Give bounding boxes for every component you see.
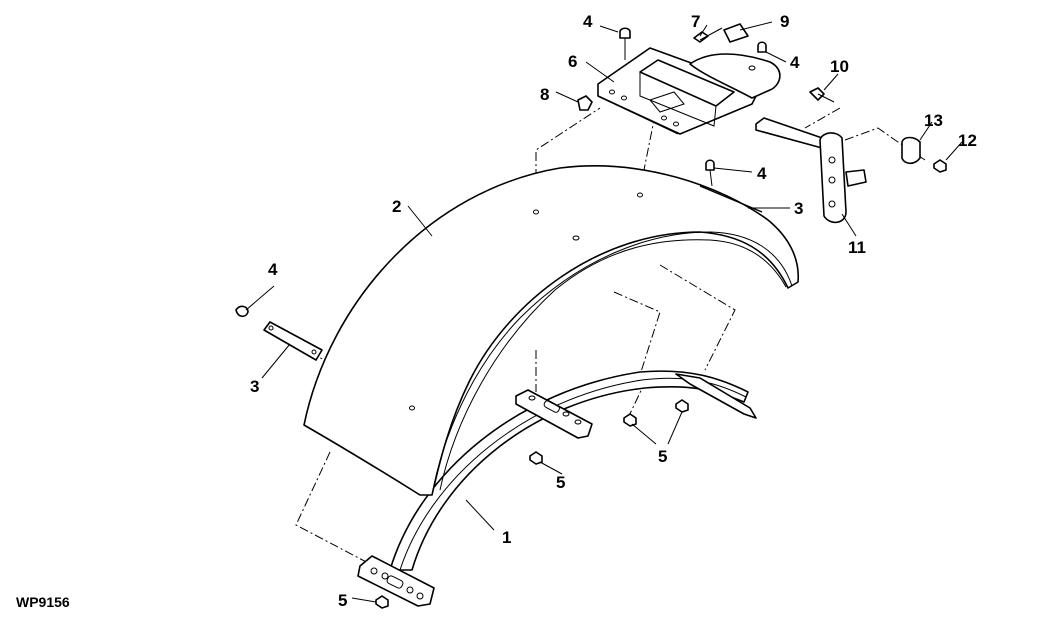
callout-11: 11 bbox=[848, 238, 866, 257]
callout-5-center: 5 bbox=[556, 473, 565, 492]
figure-code: WP9156 bbox=[16, 594, 70, 610]
callout-12: 12 bbox=[958, 131, 977, 150]
callout-3-left: 3 bbox=[250, 377, 259, 396]
callout-6: 6 bbox=[568, 52, 577, 71]
callout-13: 13 bbox=[924, 111, 943, 130]
callout-10: 10 bbox=[830, 57, 849, 76]
part-6-bracket bbox=[597, 47, 781, 135]
callout-4-middle: 4 bbox=[757, 164, 767, 183]
callout-2: 2 bbox=[392, 197, 401, 216]
callout-4-bracket: 4 bbox=[790, 53, 800, 72]
callouts: 4 7 9 6 4 10 8 13 12 4 2 3 11 4 3 5 5 1 … bbox=[250, 12, 977, 610]
callout-3-right: 3 bbox=[794, 199, 803, 218]
part-11-mounting-arm bbox=[755, 117, 867, 224]
leader-lines bbox=[245, 21, 963, 603]
callout-4-left: 4 bbox=[268, 260, 278, 279]
hardware bbox=[235, 23, 947, 609]
callout-7: 7 bbox=[691, 12, 700, 31]
callout-4-top: 4 bbox=[583, 12, 593, 31]
part-1-support-arch bbox=[357, 370, 757, 607]
callout-5-bottom: 5 bbox=[338, 591, 347, 610]
part-2-fender bbox=[303, 165, 800, 496]
callout-1: 1 bbox=[502, 528, 511, 547]
callout-8: 8 bbox=[540, 85, 549, 104]
callout-5-right: 5 bbox=[658, 447, 667, 466]
callout-9: 9 bbox=[780, 12, 789, 31]
